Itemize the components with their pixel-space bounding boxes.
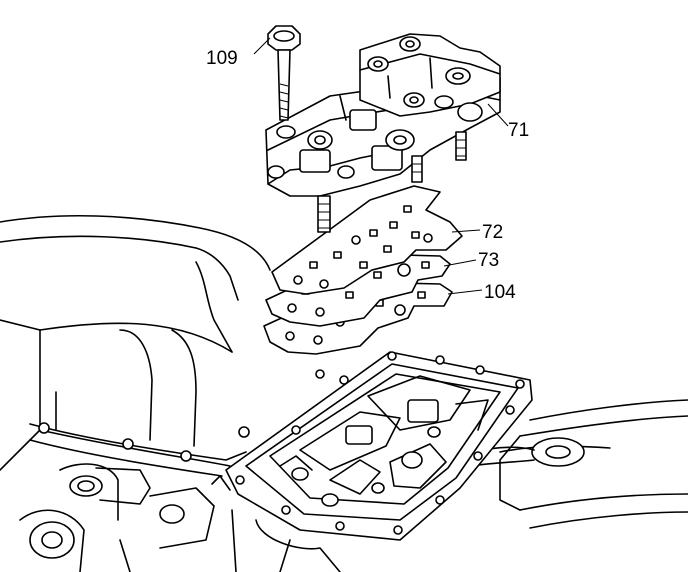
frame-rail	[469, 399, 688, 529]
callout-72: 72	[482, 222, 503, 243]
leader-109	[253, 37, 271, 55]
gasket-72	[271, 185, 463, 295]
callout-109: 109	[206, 48, 238, 69]
bolt-109	[267, 25, 301, 121]
transmission-case	[0, 214, 341, 572]
case-mating-surface	[225, 351, 533, 541]
leader-71	[487, 103, 509, 127]
leader-72	[451, 229, 481, 233]
valve-body-71	[265, 33, 501, 233]
callout-71: 71	[508, 120, 529, 141]
leader-lines	[253, 37, 509, 295]
leader-73	[443, 259, 477, 267]
spacer-plate-73	[265, 253, 451, 327]
callout-73: 73	[478, 250, 499, 271]
leader-104	[447, 289, 483, 295]
callout-104: 104	[484, 282, 516, 303]
